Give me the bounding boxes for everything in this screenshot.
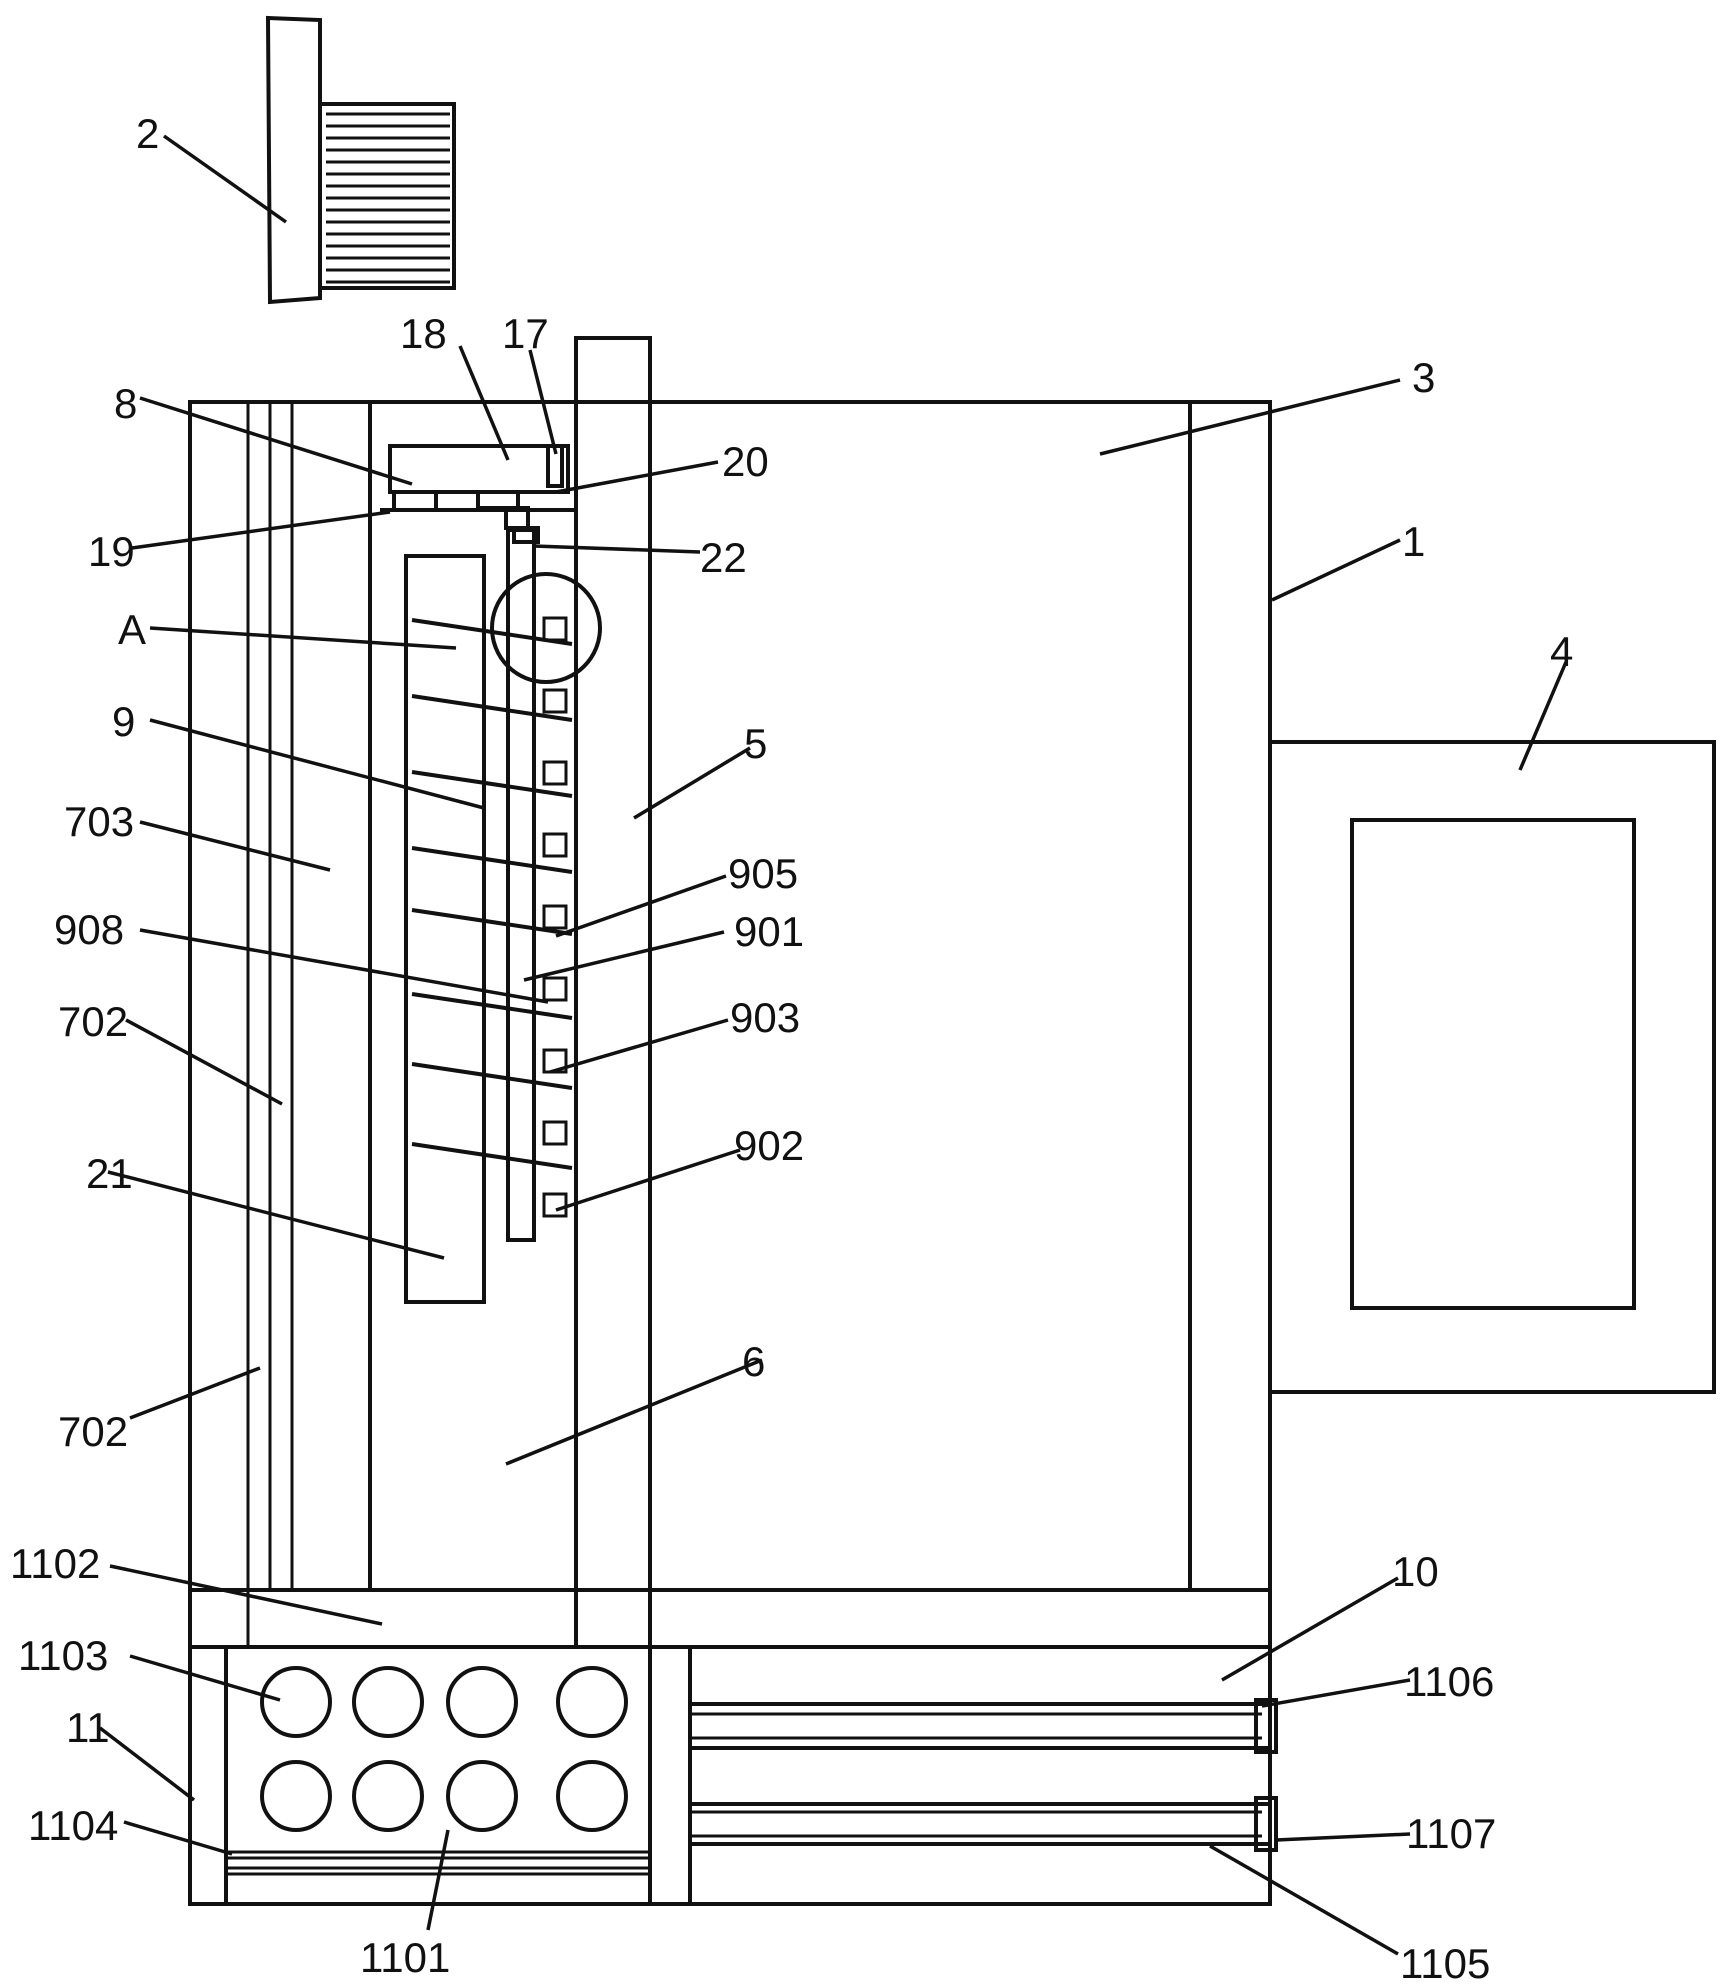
label-1107: 1107 [1406, 1810, 1496, 1857]
rack-tooth [542, 688, 568, 714]
rack-tooth [542, 1192, 568, 1218]
label-5: 5 [744, 720, 767, 767]
label-21: 21 [86, 1150, 133, 1197]
label-1106: 1106 [1404, 1658, 1494, 1705]
label-1103: 1103 [18, 1632, 108, 1679]
base-circle [352, 1760, 424, 1832]
base-circle [260, 1760, 332, 1832]
motor-unit-part-18 [380, 444, 576, 544]
rack-bar [411, 694, 573, 722]
base-circle [556, 1666, 628, 1738]
plate-part-21 [404, 554, 486, 1304]
label-4: 4 [1550, 628, 1573, 675]
base-circle [260, 1666, 332, 1738]
label-1: 1 [1402, 518, 1425, 565]
label-18: 18 [400, 310, 447, 357]
label-1101: 1101 [360, 1934, 450, 1981]
label-703: 703 [64, 798, 134, 845]
label-19: 19 [88, 528, 135, 575]
label-17: 17 [502, 310, 549, 357]
detail-circle-A [490, 572, 602, 684]
label-8: 8 [114, 380, 137, 427]
label-1102: 1102 [10, 1540, 100, 1587]
base-circle [446, 1666, 518, 1738]
rack-bar [411, 908, 573, 936]
reference-labels: 2 18 17 3 8 20 19 22 1 A 4 9 5 703 905 9… [10, 110, 1573, 1985]
label-1105: 1105 [1400, 1940, 1490, 1985]
label-22: 22 [700, 534, 747, 581]
display-part-4 [1268, 740, 1716, 1394]
brush-part-2 [265, 15, 456, 305]
rack-bar [411, 1142, 573, 1170]
rack-tooth [542, 832, 568, 858]
label-A: A [118, 606, 146, 653]
label-20: 20 [722, 438, 769, 485]
label-11: 11 [66, 1704, 110, 1751]
label-3: 3 [1412, 354, 1435, 401]
label-2: 2 [136, 110, 159, 157]
base-circle [556, 1760, 628, 1832]
label-10: 10 [1392, 1548, 1439, 1595]
base-circle [446, 1760, 518, 1832]
rack-bar [411, 770, 573, 798]
label-6: 6 [742, 1338, 765, 1385]
rack-tooth [542, 760, 568, 786]
label-702-upper: 702 [58, 998, 128, 1045]
label-901: 901 [734, 908, 804, 955]
rack-tooth [542, 1120, 568, 1146]
rack-tooth [542, 616, 568, 642]
label-908: 908 [54, 906, 124, 953]
rack-bar [411, 992, 573, 1020]
label-903: 903 [730, 994, 800, 1041]
rack-bar [411, 846, 573, 874]
rack-tooth [542, 904, 568, 930]
label-905: 905 [728, 850, 798, 897]
rack-part-901 [411, 528, 573, 1242]
leader-lines [98, 134, 1568, 1956]
base-part-11 [224, 1647, 692, 1904]
rack-tooth [542, 976, 568, 1002]
label-1104: 1104 [28, 1802, 118, 1849]
label-702-lower: 702 [58, 1408, 128, 1455]
rack-bar [411, 1062, 573, 1090]
column-part-5 [574, 336, 652, 1649]
label-902: 902 [734, 1122, 804, 1169]
base-circle [352, 1666, 424, 1738]
drawer-assembly-1105 [690, 1698, 1278, 1852]
housing-part-1 [188, 400, 1272, 1906]
label-9: 9 [112, 698, 135, 745]
